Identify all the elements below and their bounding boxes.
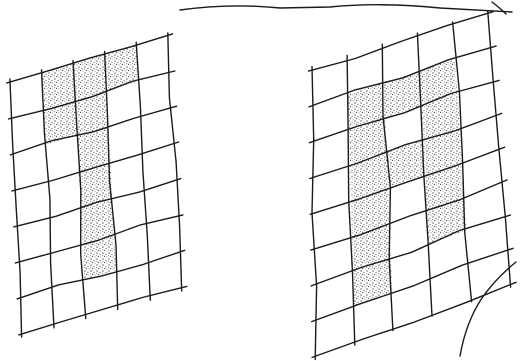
top-edge-stroke bbox=[180, 5, 512, 12]
grid-horizontal-line bbox=[19, 286, 187, 335]
right-grid bbox=[309, 11, 517, 360]
left-grid bbox=[7, 33, 187, 337]
grid-horizontal-line bbox=[311, 180, 507, 250]
top-right-corner-stroke bbox=[492, 2, 506, 14]
shaded-cell bbox=[387, 140, 425, 187]
grid-horizontal-line bbox=[312, 248, 513, 321]
grid-vertical-line bbox=[136, 42, 150, 300]
grid-horizontal-line bbox=[309, 12, 494, 71]
grid-horizontal-line bbox=[311, 215, 510, 286]
